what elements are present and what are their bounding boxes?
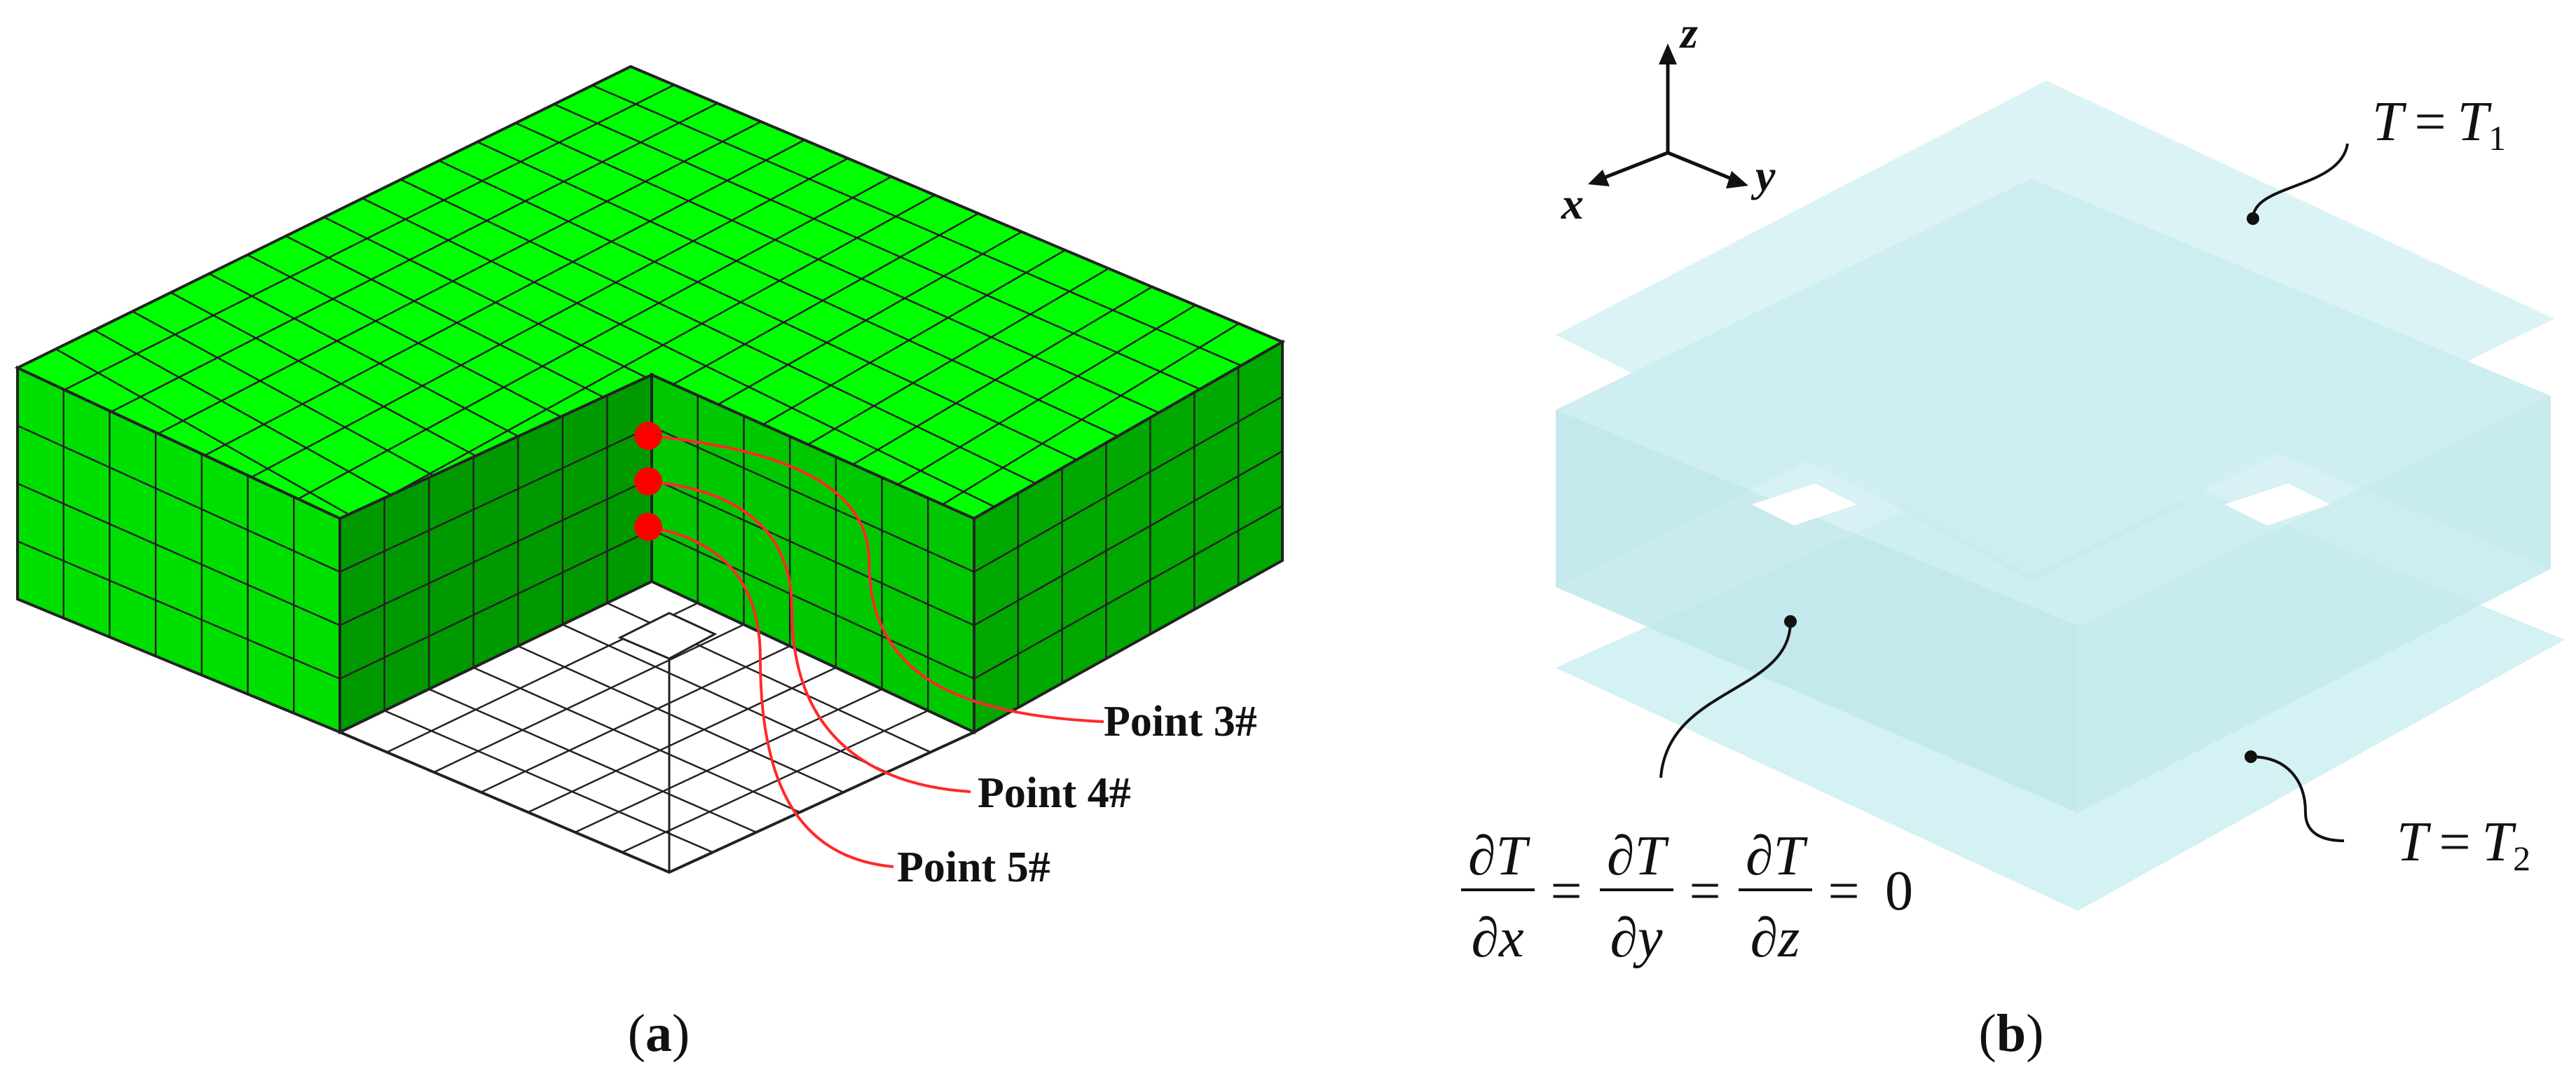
leader-top-bc: [2252, 143, 2349, 219]
side-bc-eq-1: =: [1550, 860, 1582, 922]
side-bc-equation: ∂T ∂x = ∂T ∂y = ∂T ∂z = 0: [1461, 825, 1913, 969]
panel-b-boundary-conditions: z x y T=T1 T=T2 ∂T ∂x =: [1461, 8, 2565, 1063]
white-mesh-line: [517, 645, 844, 793]
top-bc-rhs: T: [2458, 91, 2493, 153]
middle-box-front-right: [2078, 396, 2551, 813]
x-axis-label: x: [1561, 179, 1584, 228]
right-face-mesh-grid: [973, 367, 1283, 708]
top-mesh-line: [144, 121, 762, 442]
leader-curve-point-4: [648, 480, 971, 793]
white-mesh-line: [433, 624, 744, 774]
right-mesh-line: [973, 504, 1283, 680]
right-mesh-line: [973, 395, 1283, 573]
top-bc-lhs: T: [2372, 91, 2407, 153]
top-mesh-line: [228, 157, 849, 490]
top-mesh-line: [515, 122, 1165, 416]
top-mesh-line: [439, 160, 1086, 465]
right-mesh-line: [973, 450, 1283, 626]
left-face-mesh-grid: [17, 389, 341, 713]
side-bc-num-1: ∂T: [1468, 825, 1531, 887]
caption-a-letter: a: [645, 1004, 672, 1063]
point-3-label: Point 3#: [1104, 698, 1257, 745]
left-mesh-line: [17, 425, 341, 573]
dot-side-bc: [1784, 615, 1797, 628]
side-bc-den-x: ∂x: [1471, 907, 1523, 969]
cutaway-removed-region: [336, 579, 978, 874]
side-bc-eq-2: =: [1689, 860, 1720, 922]
side-bc-num-3: ∂T: [1746, 825, 1809, 887]
inner-mesh-line: [651, 529, 975, 680]
white-mesh-line: [480, 645, 790, 793]
y-axis-arrowhead: [1726, 171, 1748, 188]
leader-bottom-bc: [2250, 755, 2345, 842]
dot-top-bc: [2247, 212, 2259, 225]
x-axis-arrowhead: [1588, 170, 1610, 186]
top-bc-eq: =: [2415, 91, 2446, 153]
top-mesh-line: [591, 84, 1244, 367]
top-mesh-line: [362, 198, 1007, 514]
bottom-bc-equation: T=T2: [2397, 811, 2530, 878]
side-bc-den-z: ∂z: [1751, 907, 1800, 969]
top-plane: [1556, 81, 2554, 575]
white-mesh-line: [575, 688, 883, 833]
gap-right: [2225, 483, 2330, 525]
side-bc-zero: 0: [1885, 860, 1913, 922]
bottom-bc-sub: 2: [2513, 839, 2530, 878]
inner-mesh-line: [651, 477, 975, 626]
leader-side-bc: [1659, 621, 1792, 778]
inner-mesh-line: [339, 529, 652, 680]
dot-bottom-bc: [2245, 750, 2257, 763]
caption-b: (b): [1979, 1004, 2044, 1063]
bottom-bc-rhs: T: [2482, 811, 2517, 873]
measurement-point-5: [634, 513, 662, 541]
top-mesh-line: [400, 179, 1047, 490]
leader-curve-point-3: [648, 434, 1104, 723]
gap-left: [1752, 483, 1857, 525]
panel-a-mesh-model: Point 3# Point 4# Point 5# (a): [14, 64, 1286, 1063]
top-mesh-line: [313, 194, 936, 539]
top-mesh-line: [186, 139, 805, 466]
middle-box-front-left: [1556, 410, 2078, 813]
caption-b-letter: b: [1996, 1004, 2026, 1063]
top-bc-equation: T=T1: [2372, 91, 2506, 158]
top-mesh-line: [270, 176, 892, 515]
inner-mesh-line: [339, 477, 652, 626]
white-mesh-line: [473, 666, 800, 813]
white-mesh-line: [622, 710, 929, 853]
white-mesh-line: [384, 710, 713, 853]
top-mesh-line: [102, 102, 718, 418]
bottom-bc-eq: =: [2439, 811, 2471, 873]
inner-mesh-line: [339, 425, 652, 573]
removed-column-top: [617, 612, 718, 660]
caption-a: (a): [628, 1004, 690, 1063]
z-axis-arrowhead: [1659, 43, 1677, 64]
top-mesh-line: [477, 141, 1125, 441]
top-mesh-line: [554, 103, 1205, 392]
side-bc-eq-3: =: [1828, 860, 1859, 922]
left-mesh-line: [17, 540, 341, 680]
white-mesh-line: [562, 624, 888, 774]
point-5-label: Point 5#: [897, 844, 1050, 891]
top-bc-sub: 1: [2488, 118, 2506, 158]
measurement-point-3: [634, 422, 662, 450]
point-4-label: Point 4#: [978, 769, 1131, 817]
axes-triad: [1588, 43, 1748, 188]
white-mesh-line: [428, 688, 757, 834]
inner-mesh-line: [651, 425, 975, 573]
side-bc-num-2: ∂T: [1607, 825, 1670, 887]
top-mesh-line: [59, 84, 675, 393]
z-axis-label: z: [1679, 8, 1698, 57]
measurement-point-4: [634, 467, 662, 495]
white-mesh-line: [528, 666, 837, 813]
left-mesh-line: [17, 482, 341, 626]
y-axis-label: y: [1751, 151, 1776, 200]
bottom-bc-lhs: T: [2397, 811, 2432, 873]
side-bc-den-y: ∂y: [1610, 907, 1663, 969]
leader-curve-point-5: [648, 525, 894, 868]
